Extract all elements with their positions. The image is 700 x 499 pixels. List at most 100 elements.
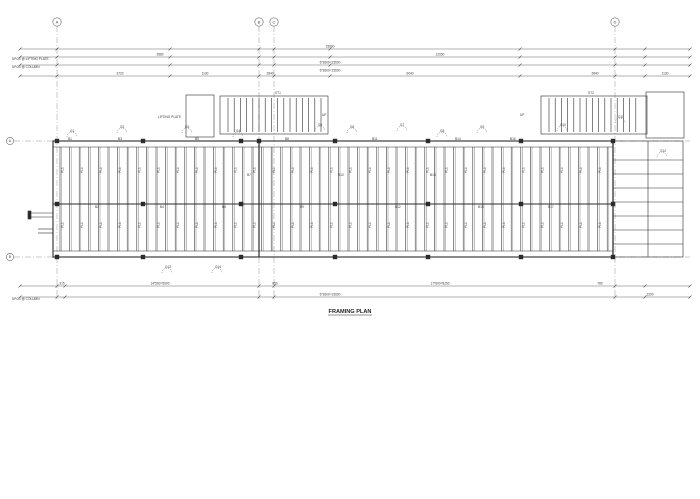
dim-column-label: SPCS @ COLUMN xyxy=(12,65,40,69)
dim-tick xyxy=(55,47,59,51)
girder-leader xyxy=(614,117,626,124)
column-marker xyxy=(610,254,616,260)
dim-tick xyxy=(328,47,332,51)
joist-tag: PL1 xyxy=(80,222,84,228)
joist-tag: PL1 xyxy=(445,167,449,173)
column-marker xyxy=(518,201,524,207)
girder-leader xyxy=(556,125,568,132)
joist-tag: PL1 xyxy=(291,222,295,228)
joist-tag: PL1 xyxy=(483,222,487,228)
drawing-title: FRAMING PLAN xyxy=(329,309,372,315)
dim-tick xyxy=(688,74,692,78)
column-marker xyxy=(332,254,338,260)
dim-tick xyxy=(272,47,276,51)
dim-tick xyxy=(272,63,276,67)
joist-tag: PL1 xyxy=(253,167,257,173)
girder-tag: G2 xyxy=(120,125,124,129)
dim-tick xyxy=(688,295,692,299)
top-stair-left xyxy=(219,95,329,135)
dim-tick xyxy=(272,74,276,78)
joist-tag: PL1 xyxy=(425,222,429,228)
dim-tick xyxy=(518,63,522,67)
dim-top-sub-1: 3720 xyxy=(116,72,123,76)
dim-tick xyxy=(55,284,59,288)
joist-tag: PL1 xyxy=(502,222,506,228)
dim-tick xyxy=(63,284,67,288)
dim-tick xyxy=(18,295,22,299)
dim-tick xyxy=(272,295,276,299)
dim-bottom-sub-2: 14*560=5600 xyxy=(150,282,169,286)
girder-tag: G3 xyxy=(185,125,189,129)
dim-tick xyxy=(18,284,22,288)
joist-tag: PL1 xyxy=(233,222,237,228)
dim-tick xyxy=(688,63,692,67)
lifting-plate-box xyxy=(185,91,685,139)
column-marker xyxy=(518,254,524,260)
dim-column-value: 6*2600=15600 xyxy=(320,69,341,73)
joists xyxy=(59,147,609,251)
dim-tick xyxy=(643,295,647,299)
joist-tag: PL1 xyxy=(272,167,276,173)
joist-tag: PL1 xyxy=(329,222,333,228)
joist-tags: PL1PL1PL1PL1PL1PL1PL1PL1PL1PL1PL1PL1PL1P… xyxy=(61,167,603,228)
dim-tick xyxy=(328,74,332,78)
dim-tick xyxy=(257,47,261,51)
joist-tag: PL1 xyxy=(579,222,583,228)
joist-tag: PL1 xyxy=(541,222,545,228)
girder-leader xyxy=(396,125,408,132)
dim-tick xyxy=(257,74,261,78)
dim-tick xyxy=(55,295,59,299)
joist-tag: PL1 xyxy=(118,222,122,228)
callout-lifting-plate: LIFTING PLATE xyxy=(158,115,181,119)
dim-tick xyxy=(257,55,261,59)
joist-tag: PL1 xyxy=(137,167,141,173)
row-label-a: A xyxy=(9,139,12,143)
row-bubble-a xyxy=(6,137,14,145)
joist-tag: PL1 xyxy=(560,167,564,173)
beam-tags: B1B2B3B4B5B6B7B8B9B10B11B12B13B14B15B16B… xyxy=(68,137,554,209)
girder-leader xyxy=(436,131,448,138)
dim-top-sub-6: 1130 xyxy=(662,72,669,76)
joist-tag: PL1 xyxy=(349,222,353,228)
dim-tick xyxy=(518,74,522,78)
joist-tag: PL1 xyxy=(445,222,449,228)
joist-tag: PL1 xyxy=(502,167,506,173)
dim-tick xyxy=(168,47,172,51)
girder-leader xyxy=(656,151,668,158)
joist-tag: PL1 xyxy=(99,167,103,173)
column-marker xyxy=(238,254,244,260)
girder-leader xyxy=(161,267,173,274)
joist-tag: PL1 xyxy=(176,167,180,173)
joist-tag: PL1 xyxy=(137,222,141,228)
girder-leader xyxy=(476,127,488,134)
dim-tick xyxy=(257,295,261,299)
girder-tag: G11 xyxy=(618,115,624,119)
top-stair-right xyxy=(540,95,648,135)
beam-tag: B7 xyxy=(247,173,251,177)
column-marker xyxy=(256,138,262,144)
joist-tag: PL1 xyxy=(464,167,468,173)
joist-tag: PL1 xyxy=(541,167,545,173)
joist-tag: PL1 xyxy=(387,222,391,228)
left-outriggers xyxy=(27,210,53,234)
beam-tag: B14 xyxy=(455,137,461,141)
girder-tag: G8 xyxy=(440,129,444,133)
dim-tick xyxy=(63,295,67,299)
dim-bottom-sub-1: 315 xyxy=(59,282,65,286)
joist-tag: PL1 xyxy=(195,222,199,228)
callout-up-1: UP xyxy=(322,113,326,117)
joist-tag: PL1 xyxy=(521,222,525,228)
row-bubble-b xyxy=(6,253,14,261)
joist-tag: PL1 xyxy=(598,167,602,173)
girder-leader xyxy=(211,267,223,274)
joist-tag: PL1 xyxy=(157,222,161,228)
beam-tag: B4 xyxy=(160,205,164,209)
column-marker xyxy=(425,138,431,144)
dim-top-sub-5: 2840 xyxy=(591,72,598,76)
joist-tag: PL1 xyxy=(214,222,218,228)
grid-label-a: A xyxy=(56,20,59,25)
girder-leader xyxy=(116,127,128,134)
dim-top-overall: 15600 xyxy=(326,45,335,49)
girder-tag: G12 xyxy=(660,149,666,153)
joist-tag: PL1 xyxy=(61,222,65,228)
